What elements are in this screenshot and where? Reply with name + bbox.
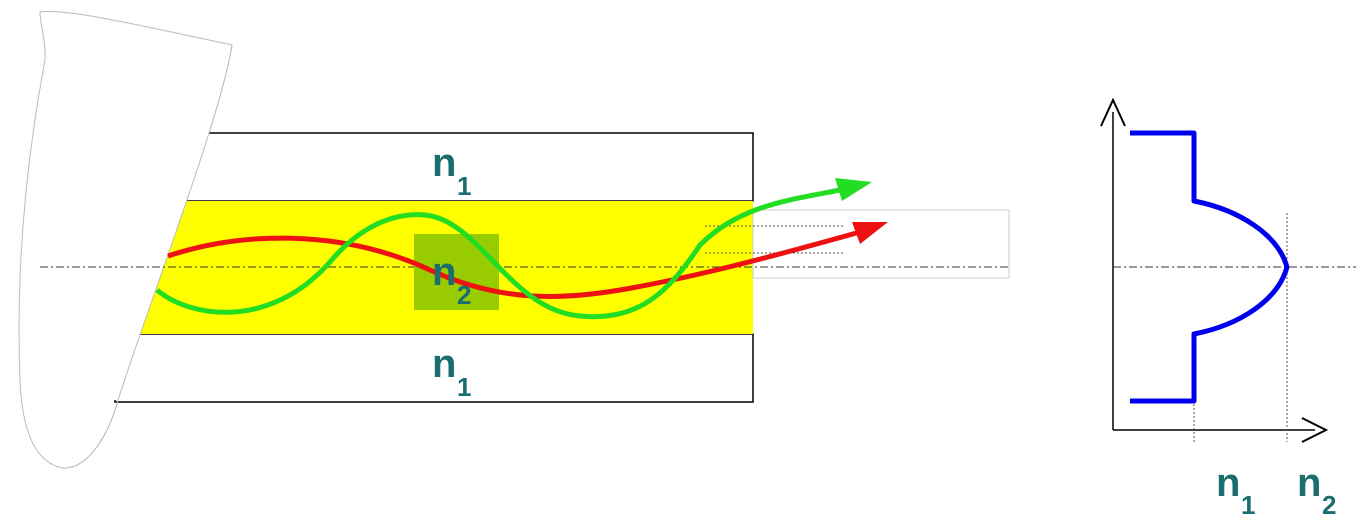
profile-n2-label: n — [1297, 461, 1321, 505]
profile-n2-subscript: 2 — [1322, 490, 1336, 517]
index-profile-curve — [1130, 130, 1290, 404]
core-label: n — [432, 250, 456, 294]
ray-red — [167, 229, 861, 299]
core-subscript: 2 — [457, 280, 471, 310]
ray-green — [155, 187, 841, 320]
core-label-box — [414, 234, 499, 310]
fiber-cut-edge — [61, 44, 233, 469]
exit-window — [752, 209, 1010, 279]
ray-green-arrow-head — [835, 178, 872, 201]
ray-red-arrow-head — [852, 222, 888, 244]
cladding-bottom-label: n — [432, 342, 456, 386]
cladding-top-label: n — [432, 141, 456, 185]
profile-n1-subscript: 1 — [1241, 490, 1255, 517]
profile-y-axis-arrow-icon — [1100, 97, 1126, 127]
cladding-bottom — [114, 333, 754, 403]
profile-n1-label: n — [1216, 461, 1240, 505]
cladding-top-subscript: 1 — [457, 171, 471, 201]
fiber-cut-mask — [105, 45, 232, 400]
cladding-bottom-subscript: 1 — [457, 372, 471, 402]
profile-x-axis-arrow-icon — [1301, 417, 1329, 443]
